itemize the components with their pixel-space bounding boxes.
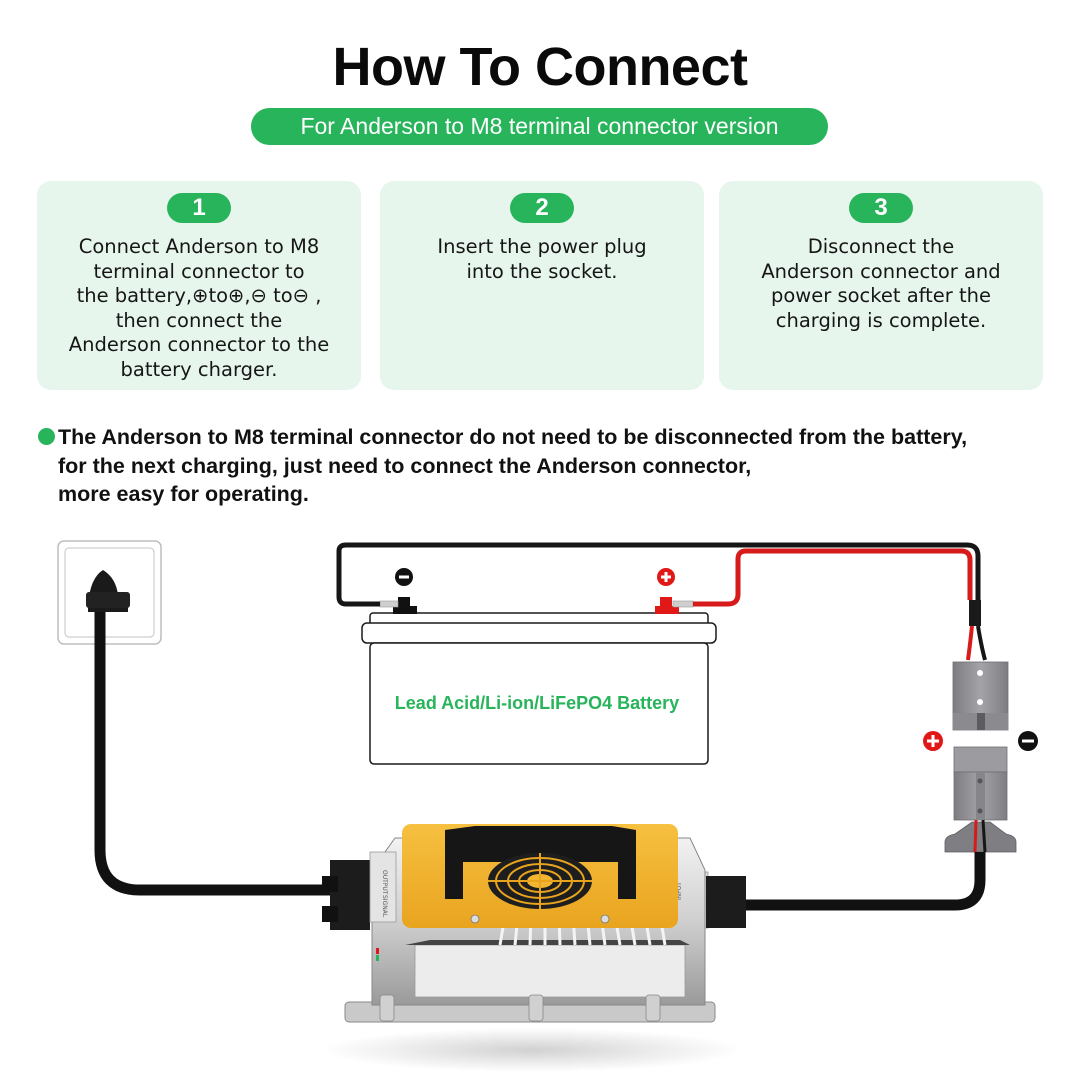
battery: Lead Acid/Li-ion/LiFePO4 Battery	[361, 612, 717, 765]
output-port-label: OUTPUT	[381, 870, 388, 895]
output-cable	[745, 852, 986, 911]
step-card-2: 2 Insert the power plug into the socket.	[380, 181, 704, 390]
green-dot-icon	[38, 428, 55, 445]
step-text: Disconnect the Anderson connector and po…	[761, 235, 1001, 332]
step-card-3: 3 Disconnect the Anderson connector and …	[719, 181, 1043, 390]
anderson-positive-marker	[923, 731, 943, 751]
step-number-badge: 1	[167, 193, 231, 223]
step-number-badge: 3	[849, 193, 913, 223]
fan-icon	[488, 853, 592, 909]
anderson-connector-bottom	[944, 746, 1017, 853]
signal-port-label: SIGNAL	[381, 895, 388, 918]
usage-note-text: The Anderson to M8 terminal connector do…	[58, 425, 968, 506]
anderson-negative-marker	[1018, 731, 1038, 751]
battery-label: Lead Acid/Li-ion/LiFePO4 Battery	[395, 693, 679, 713]
input-port	[706, 876, 746, 928]
connection-diagram: Lead Acid/Li-ion/LiFePO4 Battery	[57, 540, 1038, 1072]
negative-terminal	[393, 568, 417, 614]
anderson-connector-top	[952, 661, 1009, 731]
step-text: Connect Anderson to M8 terminal connecto…	[68, 235, 330, 381]
input-port-label: INPUT	[676, 882, 683, 900]
anderson-cable	[966, 600, 987, 661]
step-number-badge: 2	[510, 193, 574, 223]
heatsink-fins	[405, 940, 690, 998]
negative-wire	[336, 542, 981, 608]
step-text: Insert the power plug into the socket.	[437, 235, 647, 283]
step-card-1: 1 Connect Anderson to M8 terminal connec…	[37, 181, 361, 390]
handle	[445, 826, 636, 899]
positive-wire	[672, 548, 973, 608]
battery-charger: OUTPUT SIGNAL INPUT	[322, 824, 746, 1072]
power-cord	[86, 570, 351, 896]
positive-terminal	[655, 568, 679, 614]
version-badge: For Anderson to M8 terminal connector ve…	[251, 108, 828, 145]
page-title: How To Connect	[332, 37, 748, 97]
